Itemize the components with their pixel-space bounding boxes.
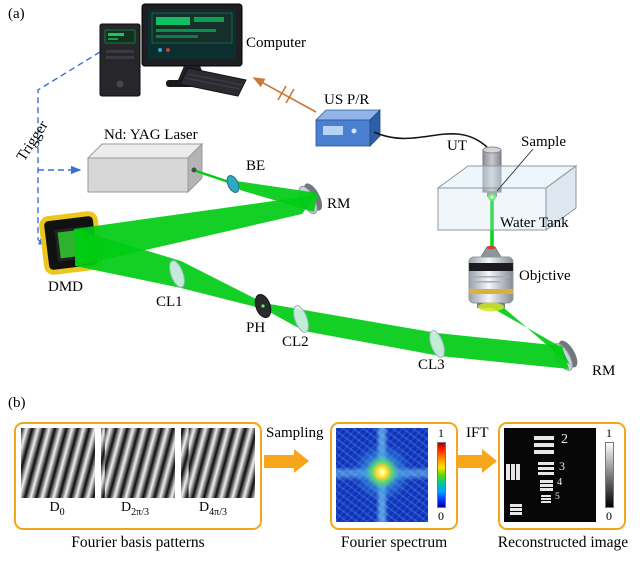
pattern-label-0: D0 — [49, 500, 65, 518]
fringe-pattern-1 — [101, 428, 175, 498]
recon-colorbar-max: 1 — [606, 426, 612, 440]
target-bar — [541, 501, 551, 503]
target-bar — [538, 472, 554, 475]
jet-colorbar — [436, 442, 446, 508]
lens-cl2 — [293, 305, 309, 333]
water-tank — [436, 165, 578, 231]
fourier-basis-patterns-panel: D0 D2π/3 D4π/3 — [14, 422, 262, 530]
lens-cl3 — [429, 330, 445, 358]
fringe-pattern-0 — [21, 428, 95, 498]
spectrum-colorbar: 1 0 — [432, 426, 450, 523]
beam-expander — [226, 175, 240, 193]
recon-colorbar-min: 0 — [606, 509, 612, 523]
reconstructed-image-panel: 2 3 4 5 1 0 — [498, 422, 626, 530]
target-number: 4 — [557, 477, 563, 488]
computer-label: Computer — [246, 35, 306, 51]
be-label: BE — [246, 158, 265, 174]
target-bar — [540, 484, 553, 487]
panel-a-tag: (a) — [8, 6, 25, 22]
gray-colorbar — [604, 442, 614, 508]
pattern-label-row: D0 D2π/3 D4π/3 — [21, 498, 255, 523]
lens-cl1 — [169, 260, 185, 288]
target-bar — [538, 462, 554, 465]
coax-cable — [373, 131, 488, 148]
rm-bottom-label: RM — [592, 363, 615, 379]
fourier-spectrum-panel: 1 0 — [330, 422, 458, 530]
target-bar — [534, 443, 554, 447]
target-bar — [506, 464, 510, 480]
pattern-label-1: D2π/3 — [121, 500, 149, 518]
signal-arrow — [252, 77, 317, 113]
sample-pointer-line — [496, 148, 534, 192]
uspr-label: US P/R — [324, 92, 369, 108]
sampling-arrow-head — [294, 449, 309, 473]
target-bar — [516, 464, 520, 480]
caption-reconstructed-image: Reconstructed image — [497, 534, 629, 551]
sample-label: Sample — [521, 134, 566, 150]
target-bar — [540, 488, 553, 491]
panel-a-schematic: (a) Computer US P/R Trigger Nd: YAG Lase… — [8, 3, 615, 379]
ut-label: UT — [447, 138, 467, 154]
ift-arrow-shaft — [458, 454, 482, 468]
target-number: 5 — [555, 492, 560, 502]
ift-arrow-head — [482, 449, 497, 473]
ph-label: PH — [246, 320, 265, 336]
computer-tower — [99, 23, 141, 97]
spectrum-colorbar-max: 1 — [438, 426, 444, 440]
laser-beam-path — [74, 169, 570, 369]
cl1-label: CL1 — [156, 294, 183, 310]
target-bar — [540, 480, 553, 483]
target-bar — [541, 495, 551, 497]
target-bar — [534, 450, 554, 454]
cl3-label: CL3 — [418, 357, 445, 373]
lenses — [169, 260, 445, 358]
panel-b-tag: (b) — [8, 395, 26, 411]
dmd-label: DMD — [48, 279, 83, 295]
target-bar — [510, 508, 522, 511]
reconstructed-image: 2 3 4 5 — [504, 428, 596, 522]
sampling-label: Sampling — [266, 425, 324, 441]
recon-colorbar: 1 0 — [600, 426, 618, 523]
objective-label: Objctive — [519, 268, 571, 284]
fringe-pattern-2 — [181, 428, 255, 498]
panel-b-flow: (b) D0 D2π/3 D4π/3 Fourier basis pattern… — [0, 395, 640, 561]
sampling-arrow-shaft — [264, 454, 294, 468]
target-bar — [510, 504, 522, 507]
target-bar — [541, 498, 551, 500]
target-bar — [538, 467, 554, 470]
laser-box — [86, 142, 204, 194]
target-bar — [511, 464, 515, 480]
target-number: 3 — [559, 459, 565, 473]
caption-fourier-spectrum: Fourier spectrum — [340, 534, 448, 551]
rm-top-label: RM — [327, 196, 350, 212]
pattern-row — [21, 428, 255, 498]
sample-point — [488, 193, 496, 201]
fourier-spectrum-image — [336, 428, 428, 522]
laser-label: Nd: YAG Laser — [104, 127, 198, 143]
target-number: 2 — [561, 432, 568, 447]
ift-label: IFT — [466, 425, 489, 441]
cl2-label: CL2 — [282, 334, 309, 350]
caption-fourier-basis-patterns: Fourier basis patterns — [71, 534, 205, 551]
ift-arrow — [458, 449, 497, 473]
spectrum-colorbar-min: 0 — [438, 509, 444, 523]
us-pulser-receiver — [315, 109, 381, 147]
keyboard — [179, 67, 247, 97]
target-bar — [534, 436, 554, 440]
objective-lens — [468, 245, 514, 312]
trigger-line-main — [37, 51, 101, 240]
target-bar — [510, 512, 522, 515]
water-tank-label: Water Tank — [500, 215, 569, 231]
pattern-label-2: D4π/3 — [199, 500, 227, 518]
sampling-arrow — [264, 449, 309, 473]
trigger-label: Trigger — [14, 118, 52, 164]
pinhole-aperture — [261, 304, 265, 308]
